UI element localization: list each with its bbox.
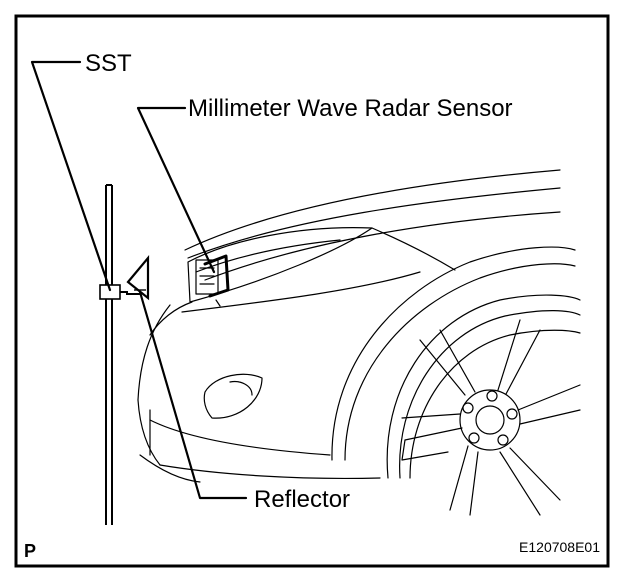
car-body (137, 169, 576, 483)
reflector-leader (138, 290, 248, 500)
wheel (386, 294, 581, 516)
sst-leader (30, 60, 112, 292)
figure-border (14, 14, 610, 568)
figure-code: E120708E01 (519, 539, 600, 555)
radar-sensor-label: Millimeter Wave Radar Sensor (188, 95, 513, 122)
sst-stand (99, 184, 128, 525)
sst-label: SST (85, 50, 132, 77)
reflector-icon (126, 254, 150, 301)
radar-leader (136, 106, 216, 274)
leader-lines (30, 60, 248, 500)
corner-mark: P (24, 541, 36, 561)
reflector-label: Reflector (254, 486, 350, 513)
